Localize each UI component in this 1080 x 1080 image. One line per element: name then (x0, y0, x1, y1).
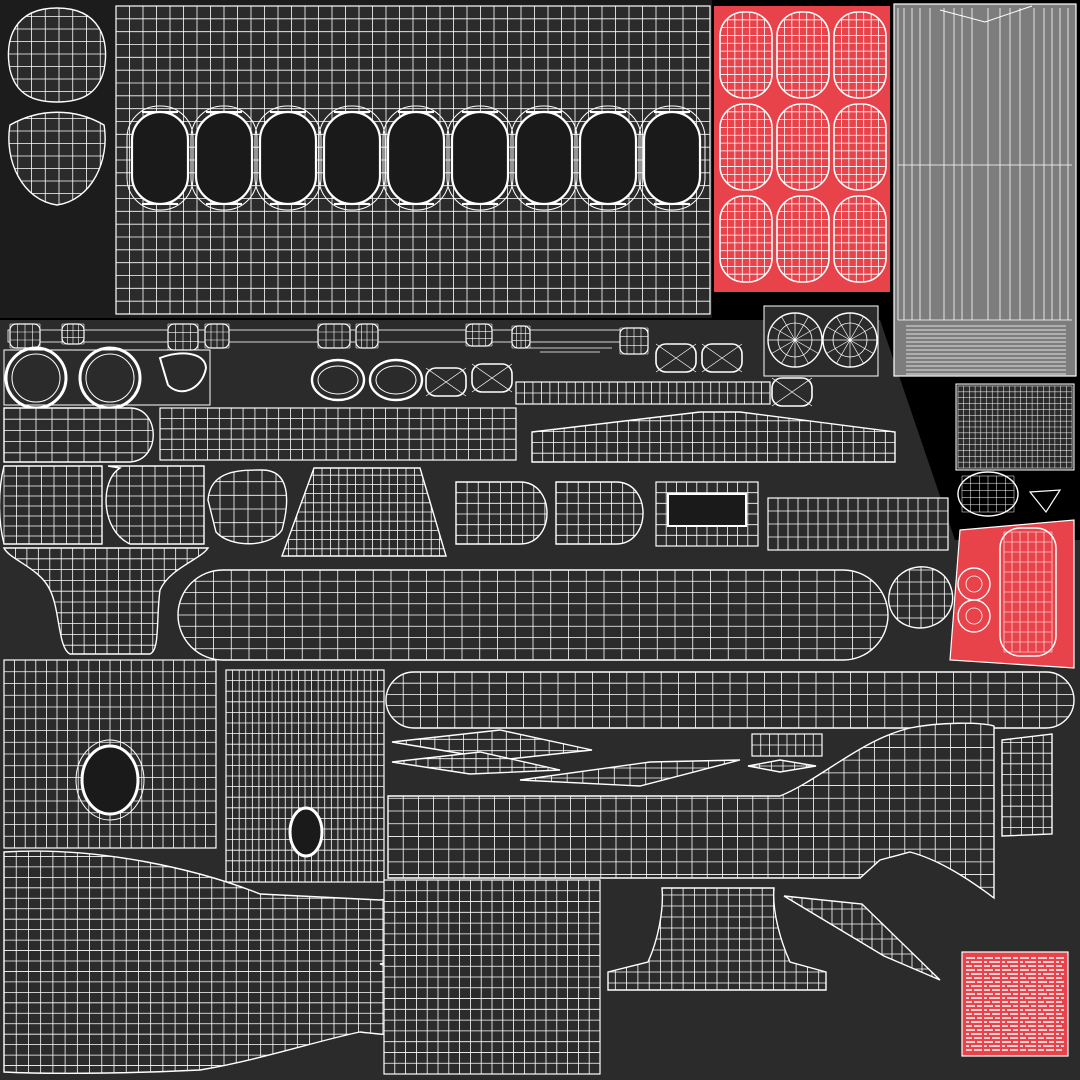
window-glass-island (776, 11, 830, 99)
lower-panel (383, 879, 601, 1075)
left-panel-with-hole (3, 659, 217, 849)
tail-side-strip (1001, 733, 1053, 837)
window-glass-grid (714, 6, 890, 292)
fuselage-window (578, 110, 638, 206)
fuselage-window (642, 110, 702, 206)
window-glass-island (776, 195, 830, 283)
gray-side-panel (893, 3, 1077, 377)
wing-spar-long (159, 407, 517, 461)
fuselage-window (194, 110, 254, 206)
panel-hole (288, 806, 324, 858)
window-glass-island (776, 103, 830, 191)
window-glass-island (833, 195, 887, 283)
cockpit-glass-island (949, 519, 1075, 669)
top-left-nose-cap-lower (8, 111, 106, 206)
fuselage-window (514, 110, 574, 206)
window-glass-island (719, 195, 773, 283)
nose-cone (888, 566, 954, 629)
blade-tab-a (751, 733, 823, 757)
wing-tip-b (0, 465, 103, 545)
rounded-shield (207, 469, 288, 545)
window-glass-island (833, 103, 887, 191)
detail-cluster (955, 383, 1075, 517)
window-glass-island (833, 11, 887, 99)
spar-ribs (767, 497, 949, 551)
fuselage-window (130, 110, 190, 206)
gear-door-skirt (281, 467, 447, 557)
wing-spar-tapered (531, 411, 896, 463)
panel-hole (80, 744, 140, 816)
main-fuselage-capsule (177, 569, 889, 661)
small-detail-atlas (961, 951, 1069, 1057)
fuselage-window-panel (115, 5, 711, 315)
fuselage-window (450, 110, 510, 206)
rear-fuselage-capsule (385, 671, 1075, 729)
fuselage-window (258, 110, 318, 206)
top-left-nose-cap-upper (7, 7, 107, 103)
fin-blade-2 (519, 759, 741, 787)
rounded-panel-b (555, 481, 644, 545)
small-strip (515, 381, 771, 405)
fuselage-window (322, 110, 382, 206)
window-glass-island (719, 103, 773, 191)
fuselage-window (386, 110, 446, 206)
wheel-disc-pair (763, 305, 879, 377)
fin-blade-1 (391, 751, 561, 775)
tail-body (387, 722, 995, 900)
wing-tip-a (3, 407, 154, 463)
strut-row (7, 323, 649, 355)
hatch-frame (655, 481, 759, 547)
rounded-panel-a (455, 481, 548, 545)
wing-tip-c (105, 465, 205, 545)
blade-tab-b (747, 759, 817, 773)
lower-skirt (607, 887, 827, 991)
center-panel-with-hole (225, 669, 385, 883)
window-glass-island (719, 11, 773, 99)
